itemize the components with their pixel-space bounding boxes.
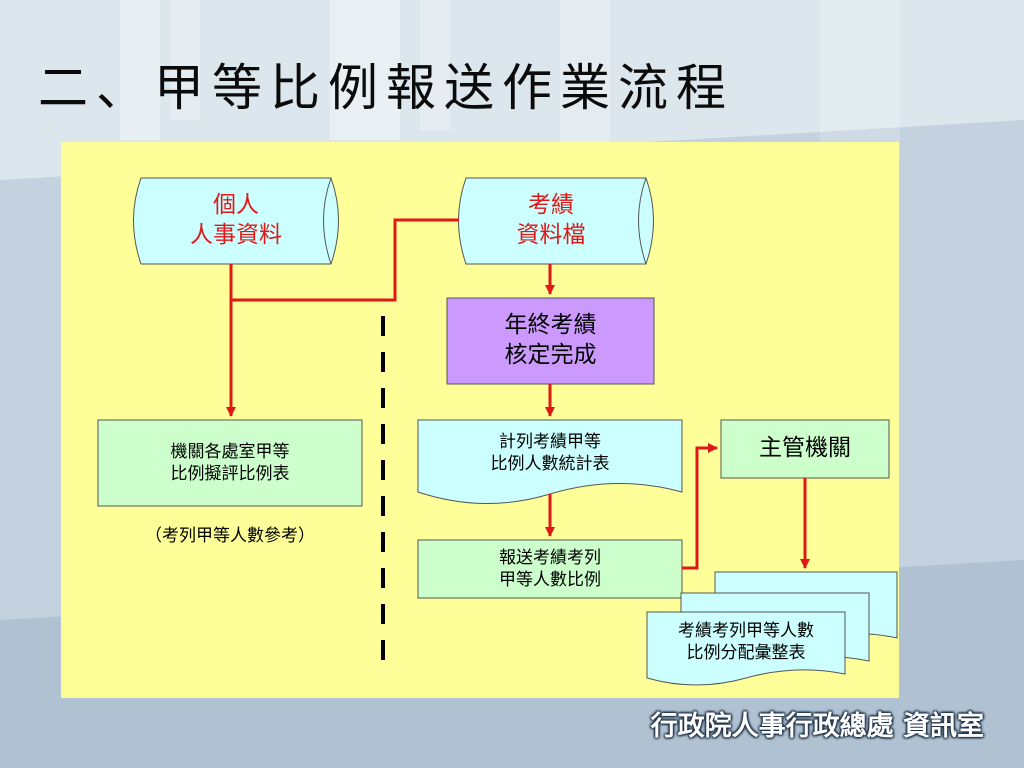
supervisor-agency-shape bbox=[720, 419, 890, 479]
stats-table-label: 計列考績甲等 比例人數統計表 bbox=[418, 424, 682, 482]
dept-ratio-table-line1: 機關各處室甲等 bbox=[170, 441, 290, 462]
supervisor-agency-label: 主管機關 bbox=[721, 420, 889, 478]
appraisal-file-line1: 考績 bbox=[528, 192, 574, 219]
year-end-process-label: 年終考績 核定完成 bbox=[447, 298, 654, 384]
personal-data-label: 個人 人事資料 bbox=[141, 178, 331, 264]
flowchart-connectors bbox=[97, 177, 898, 686]
year-end-process-line1: 年終考績 bbox=[504, 312, 597, 339]
appraisal-file-line2: 資料檔 bbox=[516, 222, 586, 248]
appraisal-file-label: 考績 資料檔 bbox=[461, 178, 641, 264]
footer-organization: 行政院人事行政總處 資訊室 bbox=[650, 711, 984, 742]
flowchart-panel: 個人 人事資料 考績 資料檔 年終考績 核定完成 機關各處室甲等 比例擬評比例表… bbox=[61, 142, 899, 698]
year-end-process-shape bbox=[446, 297, 655, 385]
year-end-process-line2: 核定完成 bbox=[504, 342, 597, 368]
dept-ratio-note-text: （考列甲等人數參考） bbox=[145, 525, 315, 546]
report-process-shape bbox=[417, 539, 683, 599]
summary-table-line1: 考績考列甲等人數 bbox=[678, 620, 814, 641]
dept-ratio-note: （考列甲等人數參考） bbox=[98, 520, 362, 552]
personal-data-line1: 個人 bbox=[213, 192, 259, 219]
dept-ratio-table-label: 機關各處室甲等 比例擬評比例表 bbox=[98, 420, 362, 506]
report-process-label: 報送考績考列 甲等人數比例 bbox=[418, 540, 682, 598]
connector-personal-to-appraisal bbox=[231, 218, 459, 302]
dept-ratio-table-shape bbox=[97, 419, 363, 507]
stats-table-document-shape bbox=[417, 419, 683, 504]
report-process-line2: 甲等人數比例 bbox=[499, 570, 601, 590]
dept-ratio-table-line2: 比例擬評比例表 bbox=[170, 464, 290, 484]
report-process-line1: 報送考績考列 bbox=[499, 547, 601, 568]
connector-report-to-supervisor bbox=[682, 443, 718, 570]
stats-table-line1: 計列考績甲等 bbox=[499, 431, 601, 452]
summary-table-line2: 比例分配彙整表 bbox=[686, 643, 806, 663]
stats-table-line2: 比例人數統計表 bbox=[490, 454, 610, 474]
summary-stack-front-document bbox=[646, 611, 846, 686]
page-title: 二、甲等比例報送作業流程 bbox=[38, 59, 734, 117]
summary-table-label: 考績考列甲等人數 比例分配彙整表 bbox=[647, 614, 845, 670]
supervisor-agency-text: 主管機關 bbox=[759, 435, 851, 462]
personal-data-line2: 人事資料 bbox=[190, 222, 282, 248]
